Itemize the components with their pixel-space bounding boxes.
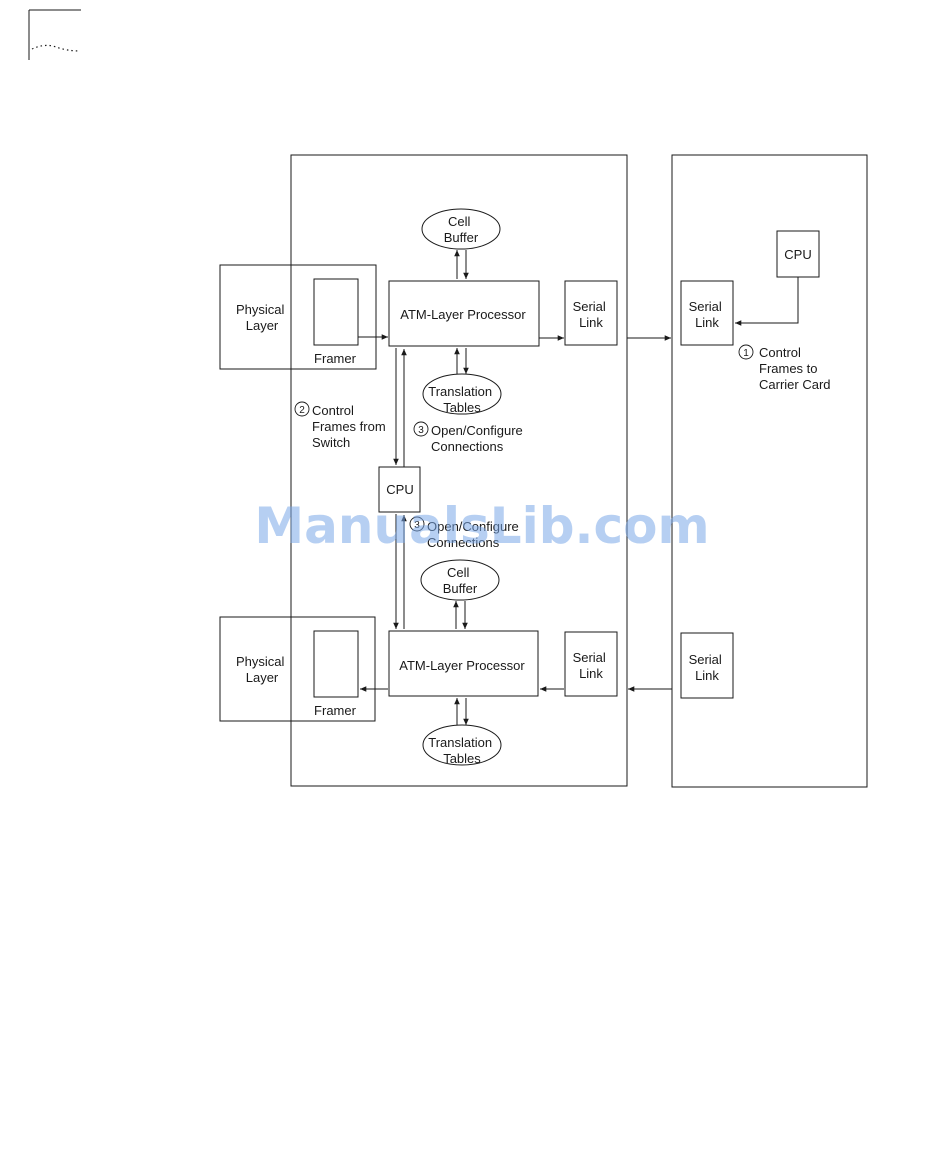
serial-link-box-left-bottom <box>564 631 618 697</box>
svg-text:1: 1 <box>743 348 749 359</box>
serial-link-box-right-top <box>680 280 734 346</box>
step-3-annotation-bottom: 3 Open/Configure Connections <box>409 516 522 550</box>
step-2-annotation: 2 Control Frames from Switch <box>294 401 389 450</box>
svg-text:3: 3 <box>418 425 424 436</box>
svg-text:Open/Configure Connectio: Open/Configure Connections <box>431 423 526 454</box>
svg-text:2: 2 <box>299 405 305 416</box>
physical-layer-box-top <box>219 264 377 370</box>
atm-layer-processor-label-bottom: ATM-Layer Processor <box>399 658 525 673</box>
physical-layer-label-bottom: Physical Layer <box>236 654 288 685</box>
serial-link-box-left-top <box>564 280 618 346</box>
serial-link-label-right-bottom: Serial Link <box>689 652 726 683</box>
cell-buffer-label-bottom: Cell Buffer <box>443 565 478 596</box>
serial-link-label-left-top: Serial Link <box>573 299 610 330</box>
cell-buffer-label-top: Cell Buffer <box>444 214 479 245</box>
svg-text:3: 3 <box>414 520 420 531</box>
svg-text:Open/Configure Connectio: Open/Configure Connections <box>427 519 522 550</box>
svg-text:Control Frames from: Control Frames from Switch <box>312 403 389 450</box>
physical-layer-label-top: Physical Layer <box>236 302 288 333</box>
svg-text:Control Frames to: Control Frames to Carrier Card <box>759 345 831 392</box>
framer-box-bottom <box>313 630 359 698</box>
step-1-annotation: 1 Control Frames to Carrier Card <box>738 344 831 392</box>
cpu-box-right <box>776 230 820 278</box>
cpu-label-center: CPU <box>386 482 413 497</box>
watermark-text: ManualsLib.com <box>254 497 709 555</box>
translation-tables-top <box>422 373 502 415</box>
step-3-annotation-top: 3 Open/Configure Connections <box>413 421 526 454</box>
translation-tables-label-top: Translation Tables <box>428 384 495 415</box>
framer-label-top: Framer <box>314 351 357 366</box>
cpu-box-center <box>378 466 421 513</box>
serial-link-box-right-bottom <box>680 632 734 699</box>
translation-tables-label-bottom: Translation Tables <box>428 735 495 766</box>
atm-layer-processor-label-top: ATM-Layer Processor <box>400 307 526 322</box>
framer-label-bottom: Framer <box>314 703 357 718</box>
cell-buffer-bottom <box>420 559 500 601</box>
switch-module-panel <box>290 154 628 787</box>
cpu-label-right: CPU <box>784 247 811 262</box>
atm-layer-processor-top <box>388 280 540 347</box>
serial-link-label-right-top: Serial Link <box>689 299 726 330</box>
serial-link-label-left-bottom: Serial Link <box>573 650 610 681</box>
atm-layer-processor-bottom <box>388 630 539 697</box>
carrier-card-panel <box>671 154 868 788</box>
physical-layer-box-bottom <box>219 616 376 722</box>
page-corner-mark <box>28 9 81 60</box>
framer-box-top <box>313 278 359 346</box>
translation-tables-bottom <box>422 724 502 766</box>
cell-buffer-top <box>421 208 501 250</box>
